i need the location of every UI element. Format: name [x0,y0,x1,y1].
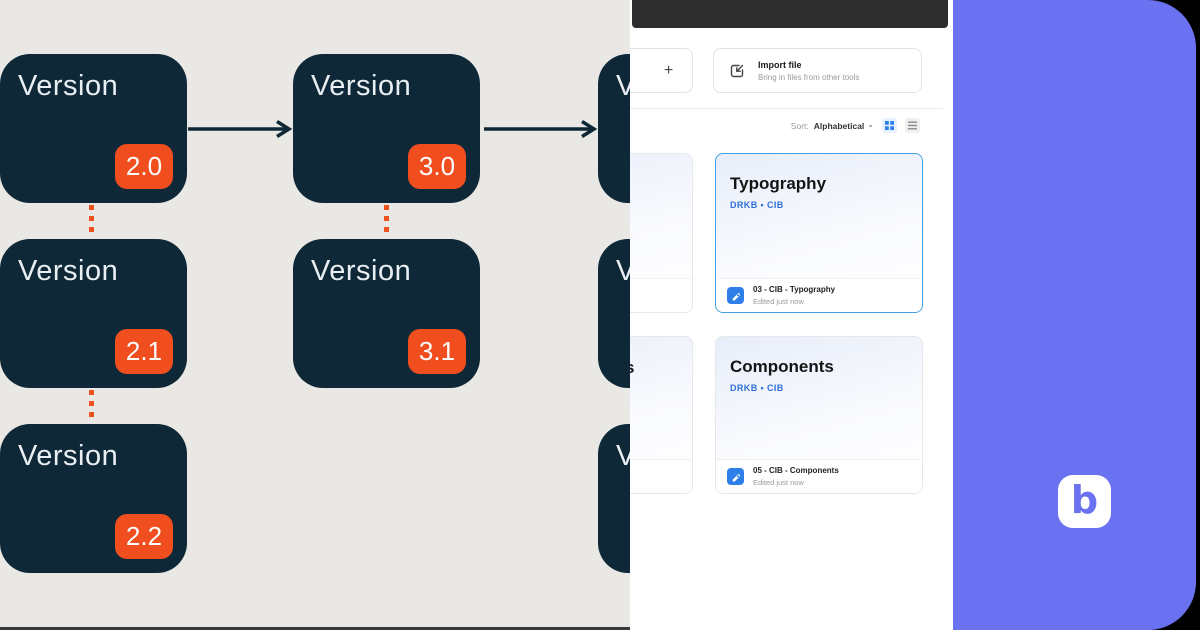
version-box-partial-row1: Version [598,54,630,203]
file-card-partial-1[interactable] [630,153,693,313]
file-card-meta: DRKB • CIB [730,200,784,210]
version-badge: 2.1 [115,329,173,374]
design-file-icon [727,468,744,485]
file-card-footer [630,459,692,493]
grid-view-button[interactable] [882,118,897,133]
file-card-components[interactable]: Components DRKB • CIB 05 - CIB - Compone… [715,336,923,494]
brand-logo: b [1058,475,1111,528]
brand-panel: b [953,0,1196,630]
version-box-label: Version [18,255,119,287]
import-file-button[interactable]: Import file Bring in files from other to… [713,48,922,93]
list-view-button[interactable] [905,118,920,133]
file-card-title: Typography [730,174,827,193]
version-box-partial-row2: Version [598,239,630,388]
partial-card-title-fragment: s [630,358,634,378]
file-card-typography[interactable]: Typography DRKB • CIB 03 - CIB - Typogra… [715,153,923,313]
import-subtitle: Bring in files from other tools [758,72,860,82]
diagram-bottom-edge [0,627,630,630]
app-toolbar [632,0,948,28]
file-name: 03 - CIB - Typography [753,285,836,294]
version-diagram: Version 2.0 Version 3.0 Version Version … [0,0,630,627]
version-box-label: Version [616,440,630,472]
list-view-icon [908,121,917,130]
version-box-3-0: Version 3.0 [293,54,480,203]
file-name: 05 - CIB - Components [753,466,839,475]
sort-row: Sort: Alphabetical ⌄ [630,117,920,134]
version-box-label: Version [616,255,630,287]
grid-view-icon [885,121,894,130]
version-badge: 2.0 [115,144,173,189]
file-card-footer: 05 - CIB - Components Edited just now [716,459,922,493]
version-box-2-0: Version 2.0 [0,54,187,203]
import-title: Import file [758,59,802,70]
file-edited: Edited just now [753,478,804,487]
divider [630,108,943,109]
plus-icon: + [663,61,674,79]
version-box-2-1: Version 2.1 [0,239,187,388]
chevron-down-icon: ⌄ [867,119,874,129]
design-file-icon [727,287,744,304]
design-app-panel: + Import file Bring in files from other … [630,0,953,630]
version-box-label: Version [311,255,412,287]
sort-dropdown[interactable]: Alphabetical [813,120,865,131]
version-box-2-2: Version 2.2 [0,424,187,573]
version-box-label: Version [616,70,630,102]
file-edited: Edited just now [753,297,804,306]
import-icon [730,64,744,77]
version-box-label: Version [311,70,412,102]
version-box-partial-row3: Version [598,424,630,573]
version-badge: 3.1 [408,329,466,374]
dotted-connector [89,205,94,237]
file-card-partial-2[interactable] [630,336,693,494]
new-file-button[interactable]: + [630,48,693,93]
version-badge: 2.2 [115,514,173,559]
file-card-footer [630,278,692,312]
dotted-connector [89,390,94,422]
version-box-3-1: Version 3.1 [293,239,480,388]
arrow-right-icon [484,120,598,138]
file-card-meta: DRKB • CIB [730,383,784,393]
file-card-footer: 03 - CIB - Typography Edited just now [716,278,922,312]
dotted-connector [384,205,389,237]
version-box-label: Version [18,70,119,102]
version-box-label: Version [18,440,119,472]
sort-label: Sort: [790,120,809,131]
arrow-right-icon [188,120,293,138]
brand-letter: b [1070,477,1099,522]
version-badge: 3.0 [408,144,466,189]
file-card-title: Components [730,357,834,376]
